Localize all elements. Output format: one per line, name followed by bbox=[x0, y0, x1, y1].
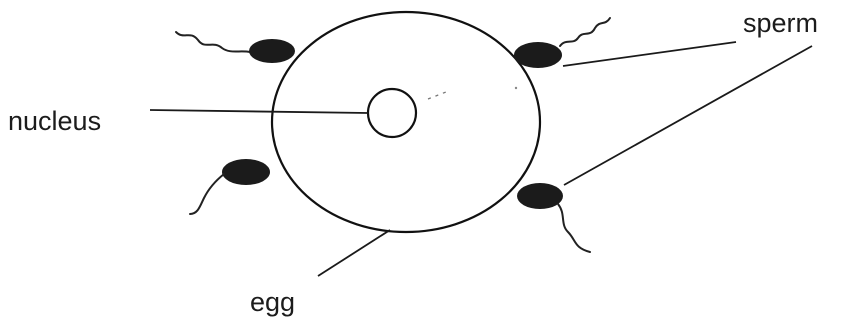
scan-mark bbox=[428, 92, 446, 99]
sperm-leader-line-2 bbox=[564, 46, 812, 185]
sperm-top-right bbox=[514, 18, 610, 68]
sperm-bottom-left bbox=[190, 159, 270, 214]
egg-label: egg bbox=[250, 287, 295, 317]
nucleus-leader-line bbox=[150, 110, 368, 113]
egg-cell bbox=[272, 12, 540, 232]
egg-leader-line bbox=[318, 230, 390, 276]
scan-dot bbox=[515, 87, 517, 89]
nucleus bbox=[368, 89, 416, 137]
sperm-label: sperm bbox=[743, 8, 818, 38]
sperm-bottom-right bbox=[517, 183, 590, 252]
nucleus-label: nucleus bbox=[8, 106, 101, 136]
sperm-leader-line-1 bbox=[563, 42, 736, 66]
sperm-top-left bbox=[176, 32, 295, 63]
